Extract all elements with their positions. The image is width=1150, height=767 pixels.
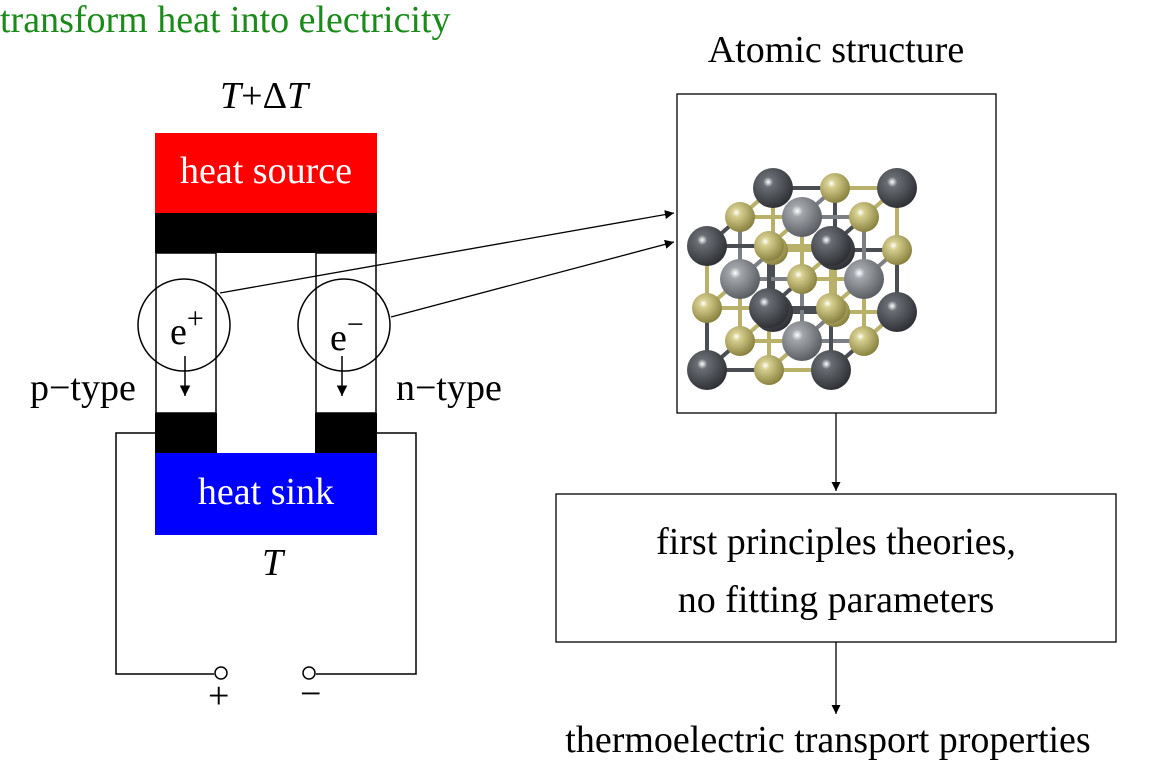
- lattice-atom-gold: [754, 355, 784, 385]
- lattice-atom-dark: [753, 168, 793, 208]
- top-contact-bar: [155, 213, 377, 253]
- heat-source-block: [155, 133, 377, 213]
- lattice-atom-gray: [844, 259, 884, 299]
- theory-line-2: no fitting parameters: [678, 579, 995, 621]
- lattice-atom-gold: [754, 231, 784, 261]
- lattice-atom-gold: [725, 202, 755, 232]
- lattice-atom-gold: [816, 293, 846, 323]
- positive-terminal-label: +: [208, 675, 229, 717]
- lattice-atom-gold: [725, 326, 755, 356]
- n-type-label: n−type: [396, 367, 502, 409]
- lattice-atom-dark: [877, 168, 917, 208]
- hot-temperature-delta: Δ: [263, 75, 287, 117]
- structure-title: Atomic structure: [708, 29, 964, 71]
- negative-terminal: [302, 666, 316, 680]
- p-carrier-circle: [137, 278, 231, 372]
- crystal-lattice: [687, 168, 917, 390]
- n-leg-to-structure-arrow: [390, 239, 675, 318]
- p-type-label: p−type: [30, 367, 136, 409]
- hot-temperature-plus: +: [241, 75, 262, 117]
- heat-sink-label: heat sink: [198, 471, 334, 513]
- lattice-atom-gray: [782, 197, 822, 237]
- p-carrier-e: e: [170, 311, 187, 353]
- lattice-atom-gold: [882, 235, 912, 265]
- header-text: transform heat into electricity: [0, 0, 451, 41]
- negative-terminal-label: −: [300, 673, 321, 715]
- p-bottom-contact: [155, 413, 217, 453]
- theory-line-1: first principles theories,: [656, 521, 1016, 563]
- lattice-atom-dark: [811, 350, 851, 390]
- heat-source-label: heat source: [180, 150, 352, 192]
- p-leg-to-structure-arrow: [219, 210, 675, 294]
- lattice-atom-gray: [720, 259, 760, 299]
- heat-sink-block: [155, 453, 377, 535]
- lattice-atom-dark: [877, 292, 917, 332]
- lattice-atom-gray: [782, 321, 822, 361]
- p-carrier-symbol: e+: [170, 302, 204, 353]
- lattice-atom-dark: [811, 226, 851, 266]
- lattice-atom-gold: [849, 326, 879, 356]
- n-carrier-circle: [297, 278, 391, 372]
- hot-temperature-t: T: [220, 75, 244, 117]
- p-carrier-charge: +: [187, 302, 204, 335]
- lattice-atom-gold: [820, 173, 850, 203]
- lattice-atom-dark: [749, 288, 789, 328]
- positive-terminal: [214, 666, 228, 680]
- n-carrier-symbol: e−: [330, 308, 364, 359]
- cold-temperature-label: T: [262, 542, 286, 584]
- theory-box: [555, 493, 1117, 643]
- lattice-atom-dark: [687, 226, 727, 266]
- circuit-wire-left: [115, 432, 214, 675]
- lattice-atom-dark: [687, 350, 727, 390]
- hot-temperature-label: T+ΔT: [220, 75, 311, 117]
- n-carrier-e: e: [330, 317, 347, 359]
- lattice-atom-gold: [787, 264, 817, 294]
- circuit-wire-right: [316, 432, 417, 675]
- n-bottom-contact: [315, 413, 377, 453]
- lattice-atom-gold: [849, 202, 879, 232]
- result-text: thermoelectric transport properties: [565, 719, 1090, 761]
- n-carrier-charge: −: [347, 308, 364, 341]
- hot-temperature-t2: T: [287, 75, 311, 117]
- lattice-atom-gold: [692, 293, 722, 323]
